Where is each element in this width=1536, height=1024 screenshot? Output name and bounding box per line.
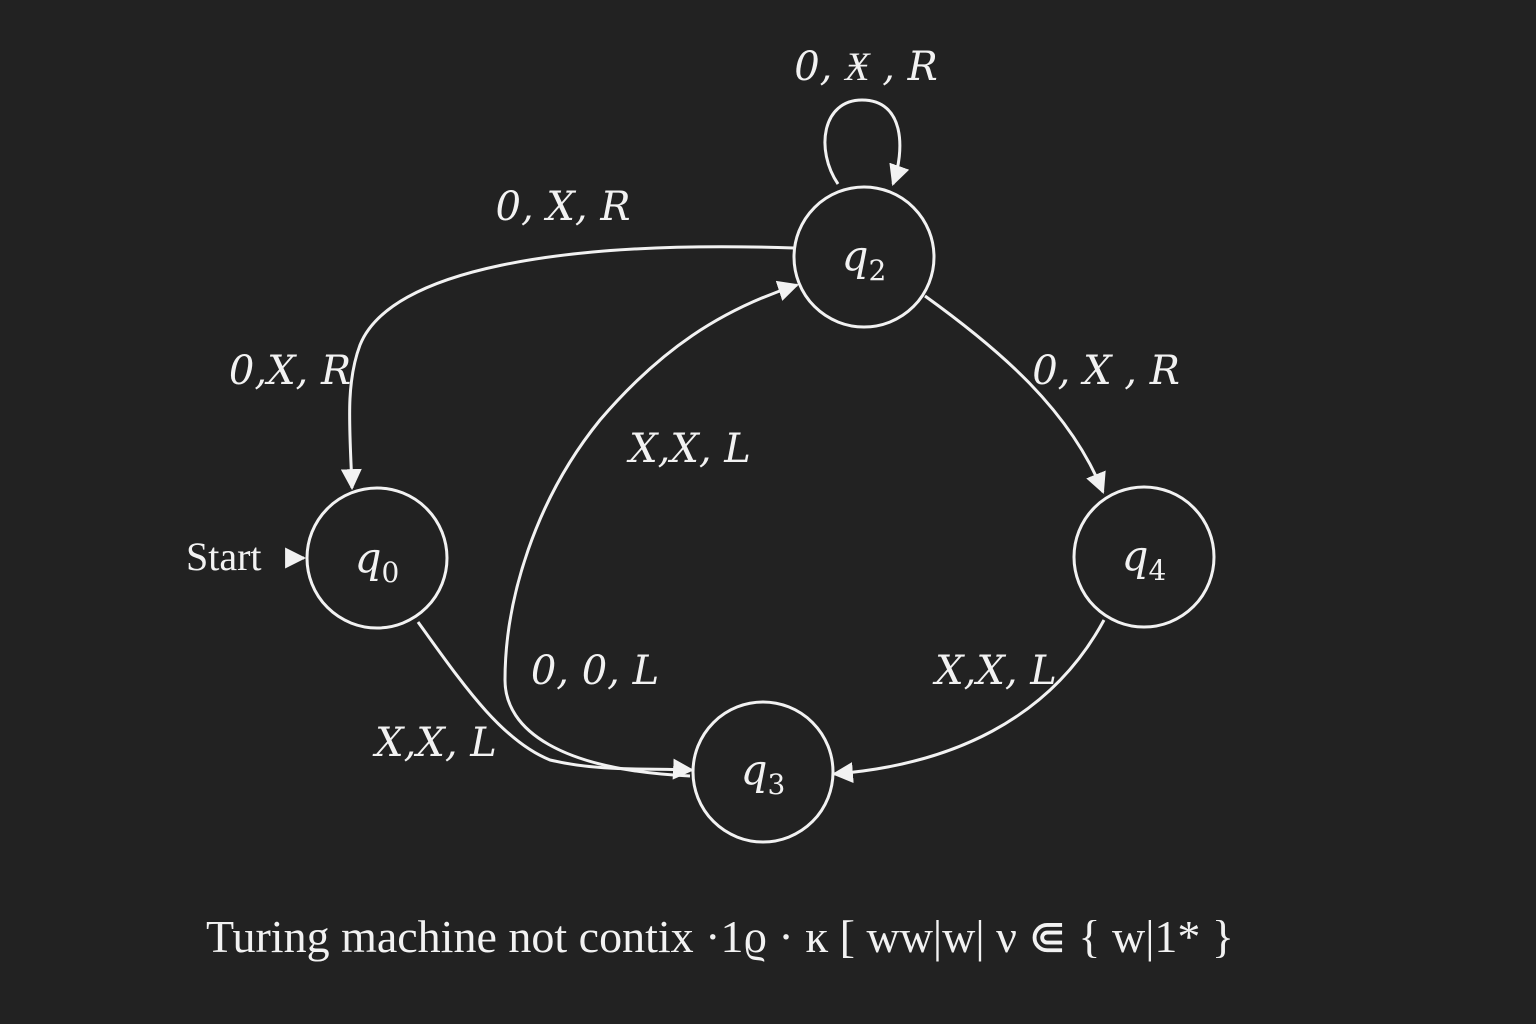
svg-text:q3: q3 bbox=[741, 745, 786, 801]
state-q3-name: q bbox=[741, 745, 768, 794]
state-q3-sub: 3 bbox=[768, 768, 786, 801]
edge-q2-to-q4 bbox=[924, 294, 1106, 494]
state-q4[interactable]: q4 bbox=[1072, 485, 1216, 629]
state-q0-sub: 0 bbox=[382, 556, 400, 589]
state-q4-name: q bbox=[1122, 531, 1149, 580]
label-q2-to-q0-left: 0,X, R bbox=[229, 348, 351, 394]
state-q3[interactable]: q3 bbox=[691, 700, 835, 844]
label-q4-to-q3: X,X, L bbox=[932, 648, 1057, 694]
label-q2-to-q4: 0, X , R bbox=[1032, 348, 1180, 394]
label-q2-to-q3: 0, 0, L bbox=[531, 648, 659, 694]
state-q0[interactable]: q0 bbox=[305, 486, 449, 630]
edge-q3-to-q2 bbox=[503, 280, 799, 778]
edge-q4-to-q3 bbox=[831, 619, 1106, 784]
label-q2-loop: 0, Ӿ , R bbox=[794, 44, 938, 90]
edge-q0-to-q3 bbox=[416, 621, 695, 780]
state-q4-sub: 4 bbox=[1149, 554, 1167, 587]
edge-q2-loop bbox=[823, 98, 910, 186]
svg-text:q0: q0 bbox=[355, 533, 400, 589]
state-q2-sub: 2 bbox=[869, 254, 887, 287]
diagram-caption: Turing machine not contix ·1ϱ · ĸ [ ww|w… bbox=[206, 911, 1234, 962]
svg-text:q4: q4 bbox=[1122, 531, 1167, 587]
label-q2-to-q0-top: 0, X, R bbox=[496, 184, 631, 230]
state-q2[interactable]: q2 bbox=[792, 185, 936, 329]
start-label: Start bbox=[186, 534, 262, 579]
edge-q2-to-q0 bbox=[340, 245, 795, 491]
svg-text:q2: q2 bbox=[842, 231, 887, 287]
state-q2-name: q bbox=[842, 231, 869, 280]
label-q0-to-q3: X,X, L bbox=[372, 720, 497, 766]
label-q3-to-q2: X,X, L bbox=[626, 426, 751, 472]
state-q0-name: q bbox=[355, 533, 382, 582]
